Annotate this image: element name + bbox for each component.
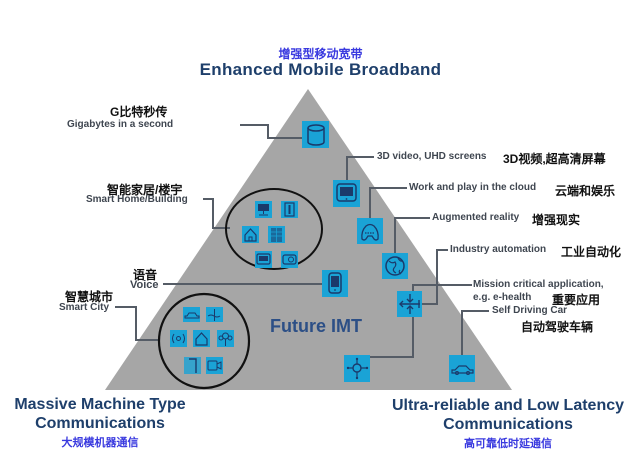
embb-title-en: Enhanced Mobile Broadband [199, 60, 442, 79]
voice-label-en: Voice [130, 279, 159, 291]
signal-icon [170, 330, 187, 347]
streetlight-icon [184, 357, 201, 374]
driving-label-en: Self Driving Car [492, 305, 568, 316]
connector-cloud [369, 187, 407, 218]
mmtc-title-line2: Communications [35, 415, 165, 432]
door-icon [281, 201, 298, 218]
smart-home-label-cn: 智能家居/楼宇 [107, 183, 183, 197]
cloud-label-cn: 云端和娱乐 [555, 184, 616, 198]
connector-gigabytes [240, 124, 302, 139]
connector-lines [115, 124, 489, 358]
smart-city-circle [157, 292, 251, 390]
connector-mission [370, 284, 472, 358]
video-label-en: 3D video, UHD screens [377, 151, 487, 162]
car-icon [183, 307, 200, 322]
voice-label-cn: 语音 [133, 268, 158, 282]
icon-arrows-converge [397, 291, 422, 317]
icon-crosshair [344, 355, 370, 382]
wind-turbine-icon [206, 307, 223, 322]
gigabytes-label-en: Gigabytes in a second [67, 119, 174, 130]
house-icon [242, 226, 259, 243]
smart-home-circle [225, 188, 323, 270]
building-icon [268, 226, 285, 243]
camera-icon [281, 251, 298, 268]
smart-city-label-en: Smart City [59, 302, 110, 313]
mmtc-title-en: Massive Machine Type Communications [0, 395, 200, 433]
connector-driving [461, 310, 489, 355]
ar-label-en: Augmented reality [432, 212, 520, 223]
mmtc-title-line1: Massive Machine Type [14, 396, 186, 413]
smart-city-icons [170, 307, 234, 374]
icon-globe [382, 253, 408, 279]
connector-smart-city [115, 306, 158, 341]
urllc-title-en: Ultra-reliable and Low Latency Communica… [375, 396, 641, 434]
tv-icon [255, 251, 272, 268]
house-icon [193, 330, 210, 347]
icon-monitor [333, 180, 360, 207]
video-label-cn: 3D视频,超高清屏幕 [503, 152, 606, 166]
mission-label-en-line1: Mission critical application, [473, 279, 604, 290]
smart-home-label-en: Smart Home/Building [86, 194, 188, 205]
smart-city-label-cn: 智慧城市 [65, 290, 114, 304]
connector-video [346, 156, 374, 180]
connector-industry [420, 249, 448, 305]
industry-label-en: Industry automation [450, 244, 547, 255]
video-camera-icon [206, 357, 223, 374]
mission-label-en-line2: e.g. e-health [473, 292, 532, 303]
tree-icon [217, 330, 234, 347]
desktop-icon [255, 201, 272, 218]
embb-title-cn: 增强型移动宽带 [278, 47, 363, 61]
icon-database [302, 121, 329, 148]
gigabytes-label-cn: G比特秒传 [110, 105, 168, 119]
connector-ar [394, 217, 430, 253]
icon-car [449, 355, 475, 382]
industry-label-cn: 工业自动化 [561, 245, 622, 259]
urllc-title-line1: Ultra-reliable and Low Latency [391, 397, 625, 414]
mmtc-title-cn: 大规模机器通信 [61, 437, 139, 449]
ar-label-cn: 增强现实 [532, 213, 581, 227]
mission-label-cn: 重要应用 [552, 293, 601, 307]
urllc-title-cn: 高可靠低时延通信 [464, 438, 552, 450]
cloud-label-en: Work and play in the cloud [409, 182, 537, 193]
smart-home-icons [242, 201, 298, 268]
icon-tablet [322, 270, 348, 297]
urllc-title-line2: Communications [443, 416, 573, 433]
connector-smart-home [203, 198, 230, 229]
icon-gamepad [357, 218, 383, 244]
driving-label-cn: 自动驾驶车辆 [521, 320, 594, 334]
future-imt-title: Future IMT [270, 316, 362, 336]
